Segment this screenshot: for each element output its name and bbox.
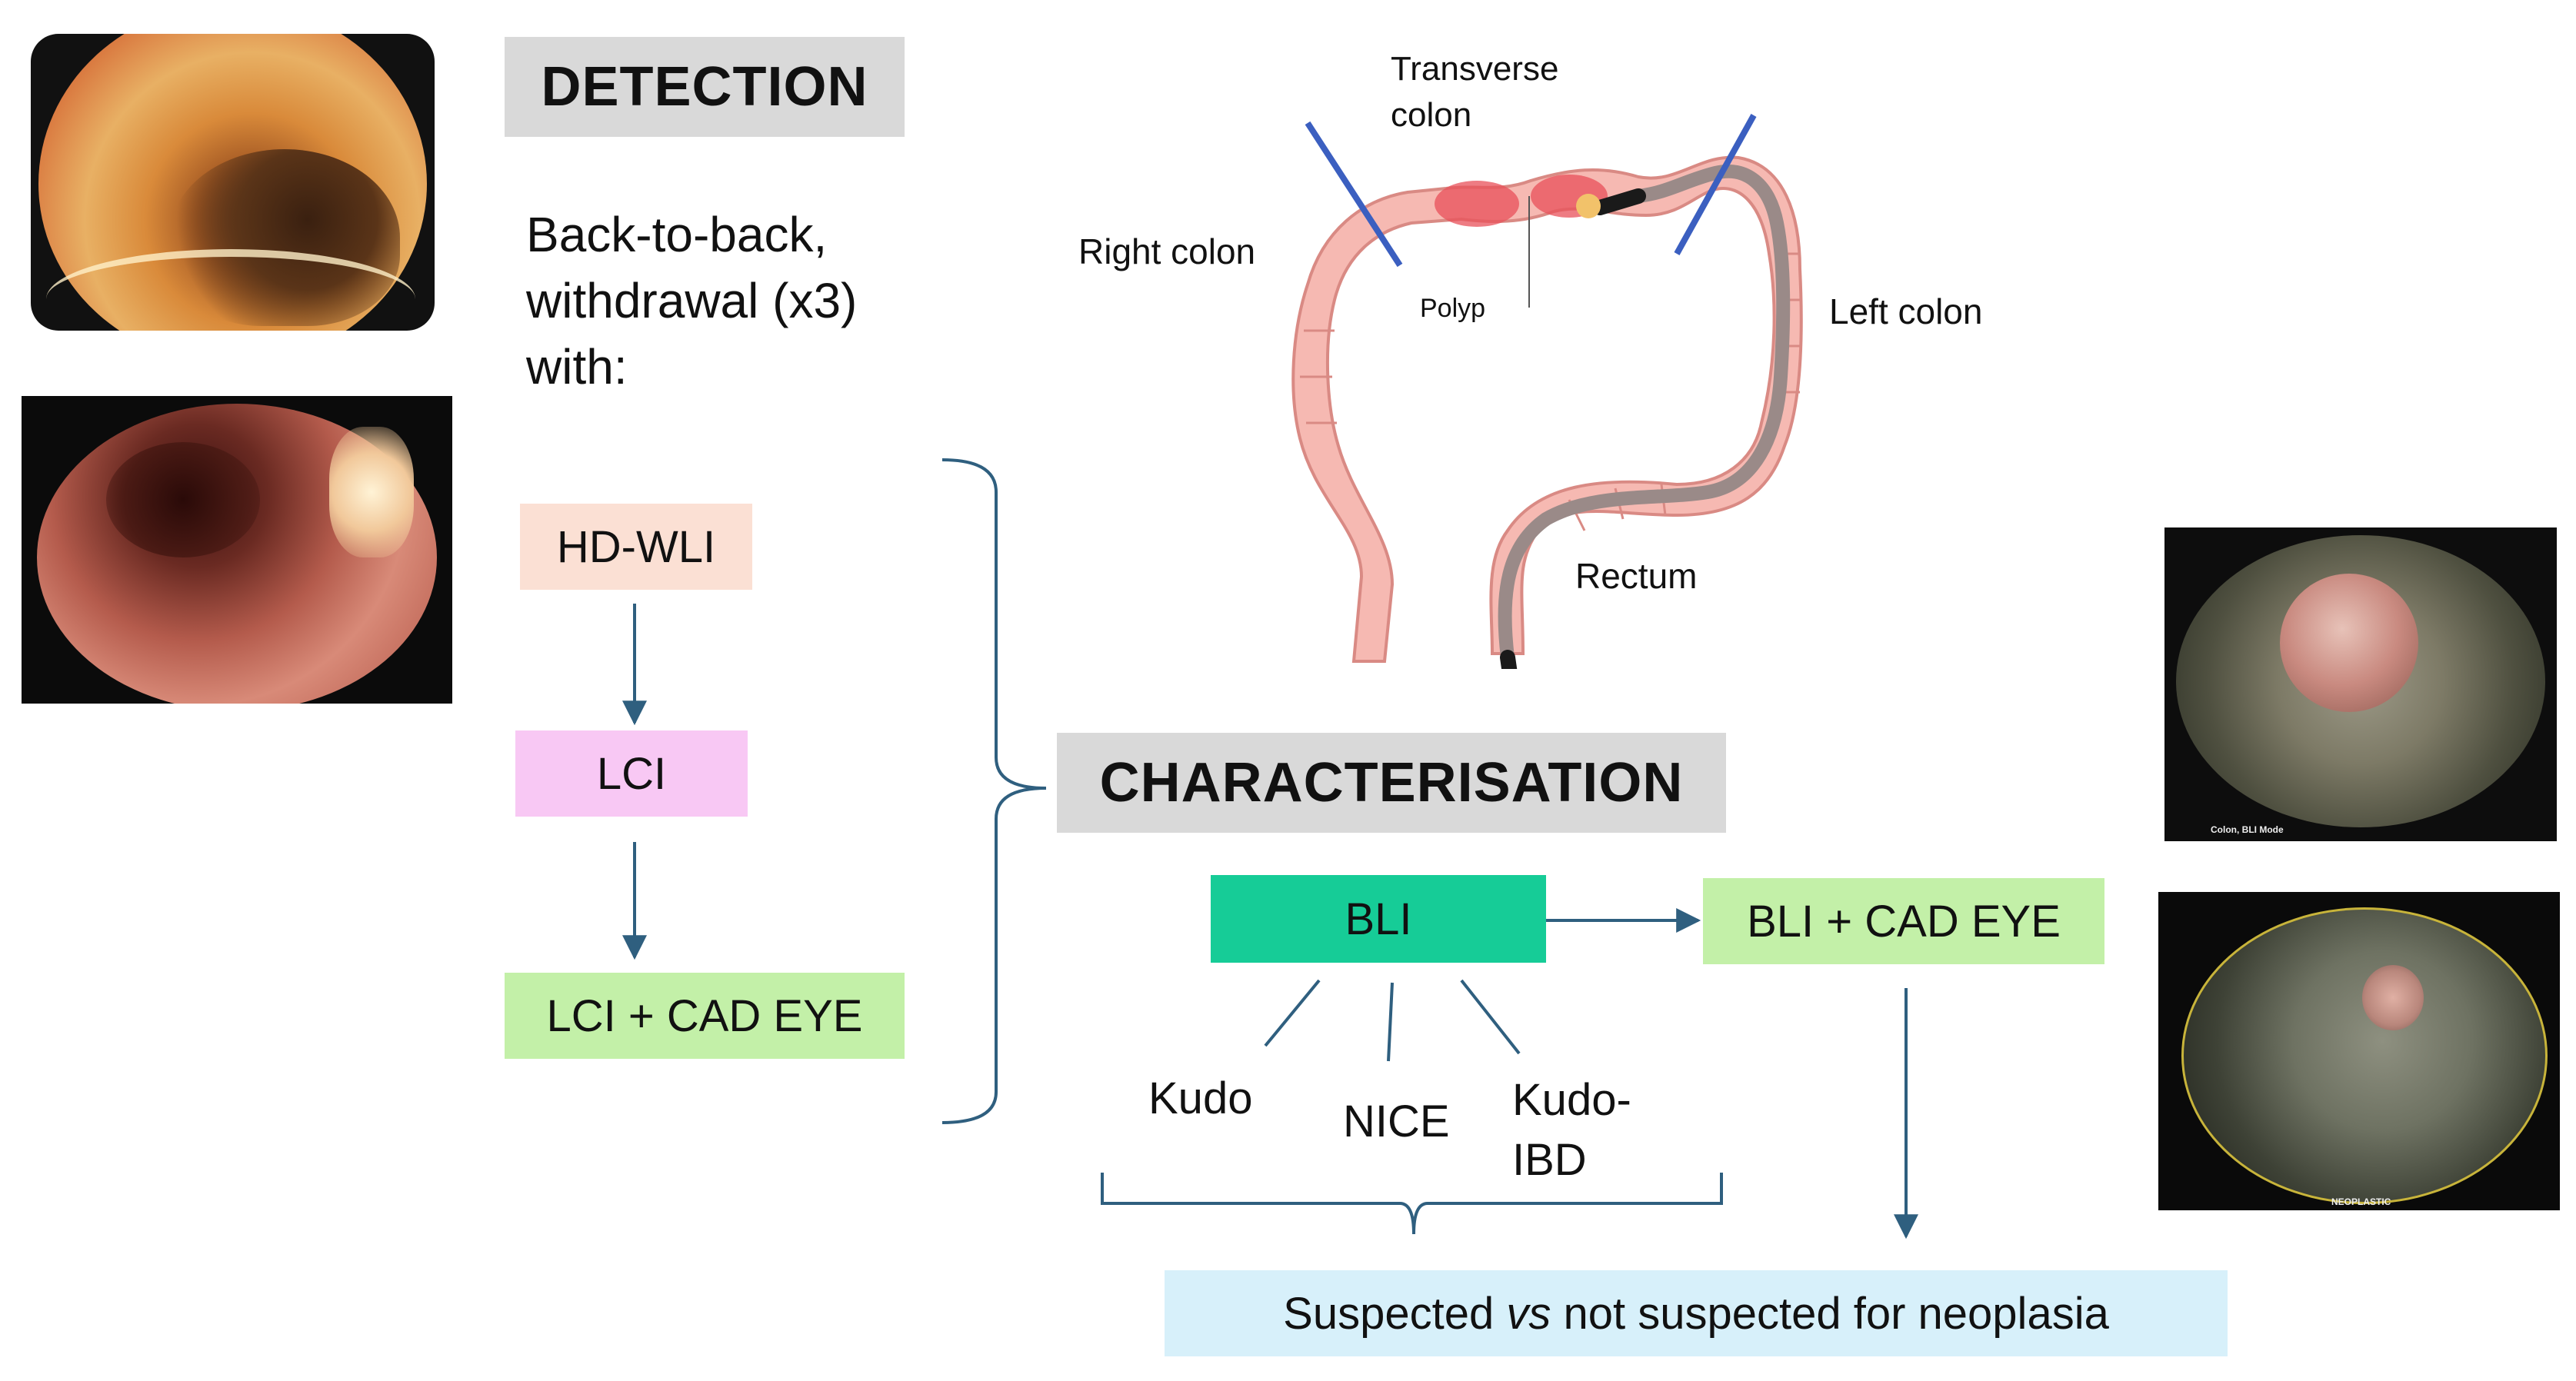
endoscopy-image-hdwli [22, 396, 452, 704]
intro-line-1: Back-to-back, [526, 207, 828, 262]
label-transverse-colon: Transverse colon [1391, 46, 1558, 138]
endoscope-tube [1498, 164, 1791, 664]
intro-line-3: with: [526, 339, 628, 394]
bli-cad-eye-box: BLI + CAD EYE [1703, 878, 2104, 964]
polyp-marker [1576, 194, 1601, 218]
outcome-text-after: not suspected for neoplasia [1551, 1288, 2109, 1339]
label-rectum: Rectum [1575, 556, 1698, 596]
outcome-text-vs: vs [1506, 1288, 1551, 1339]
line-bli-nice [1387, 982, 1394, 1062]
detection-intro: Back-to-back, withdrawal (x3) with: [526, 201, 857, 400]
label-polyp: Polyp [1420, 294, 1486, 323]
classification-nice: NICE [1343, 1096, 1450, 1146]
classification-kudo-ibd: Kudo- IBD [1512, 1070, 1631, 1190]
colon-anatomy-diagram [1291, 114, 1803, 669]
endoscope-end [1500, 650, 1518, 669]
endoscopy-image-neoplastic: NEOPLASTIC [2158, 892, 2560, 1210]
step-lci-cad-eye: LCI + CAD EYE [505, 973, 905, 1059]
endoscopy-image-lci [31, 34, 435, 331]
detection-heading: DETECTION [505, 37, 905, 137]
intro-line-2: withdrawal (x3) [526, 273, 858, 328]
kudo-ibd-line-2: IBD [1512, 1135, 1587, 1185]
kudo-ibd-line-1: Kudo- [1512, 1075, 1631, 1125]
endoscopy-image-bli-mode: Colon, BLI Mode [2164, 527, 2557, 841]
characterisation-heading: CHARACTERISATION [1057, 733, 1726, 833]
transverse-line-1: Transverse [1391, 50, 1559, 88]
boundary-left [1674, 114, 1757, 255]
boundary-right [1305, 121, 1403, 268]
endoscope-tip [1592, 188, 1646, 215]
line-bli-kudoibd [1460, 979, 1521, 1055]
inflamed-segment-1 [1435, 181, 1519, 227]
neoplastic-caption: NEOPLASTIC [2331, 1196, 2391, 1207]
line-bli-kudo [1264, 979, 1321, 1047]
outcome-text-before: Suspected [1283, 1288, 1507, 1339]
step-hdwli: HD-WLI [520, 504, 752, 590]
step-lci: LCI [515, 730, 748, 817]
classification-brace [1101, 1173, 1723, 1235]
label-left-colon: Left colon [1829, 291, 1983, 331]
transverse-line-2: colon [1391, 96, 1472, 134]
label-right-colon: Right colon [1078, 231, 1256, 271]
bli-box: BLI [1211, 875, 1546, 963]
classification-kudo: Kudo [1148, 1073, 1253, 1123]
detection-brace [941, 458, 1047, 1124]
bli-mode-caption: Colon, BLI Mode [2211, 824, 2284, 835]
colon-shape [1291, 155, 1803, 663]
outcome-box: Suspected vs not suspected for neoplasia [1165, 1270, 2228, 1356]
